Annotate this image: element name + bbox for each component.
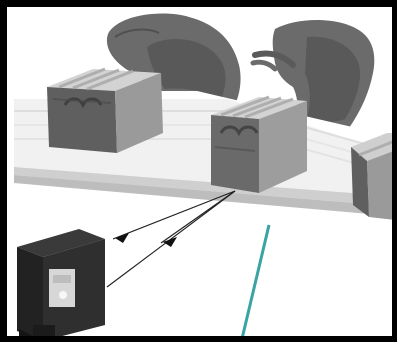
sensor-icon (17, 229, 105, 342)
block-3 (351, 133, 397, 221)
block-1 (47, 69, 163, 153)
illustration-canvas (7, 7, 397, 342)
